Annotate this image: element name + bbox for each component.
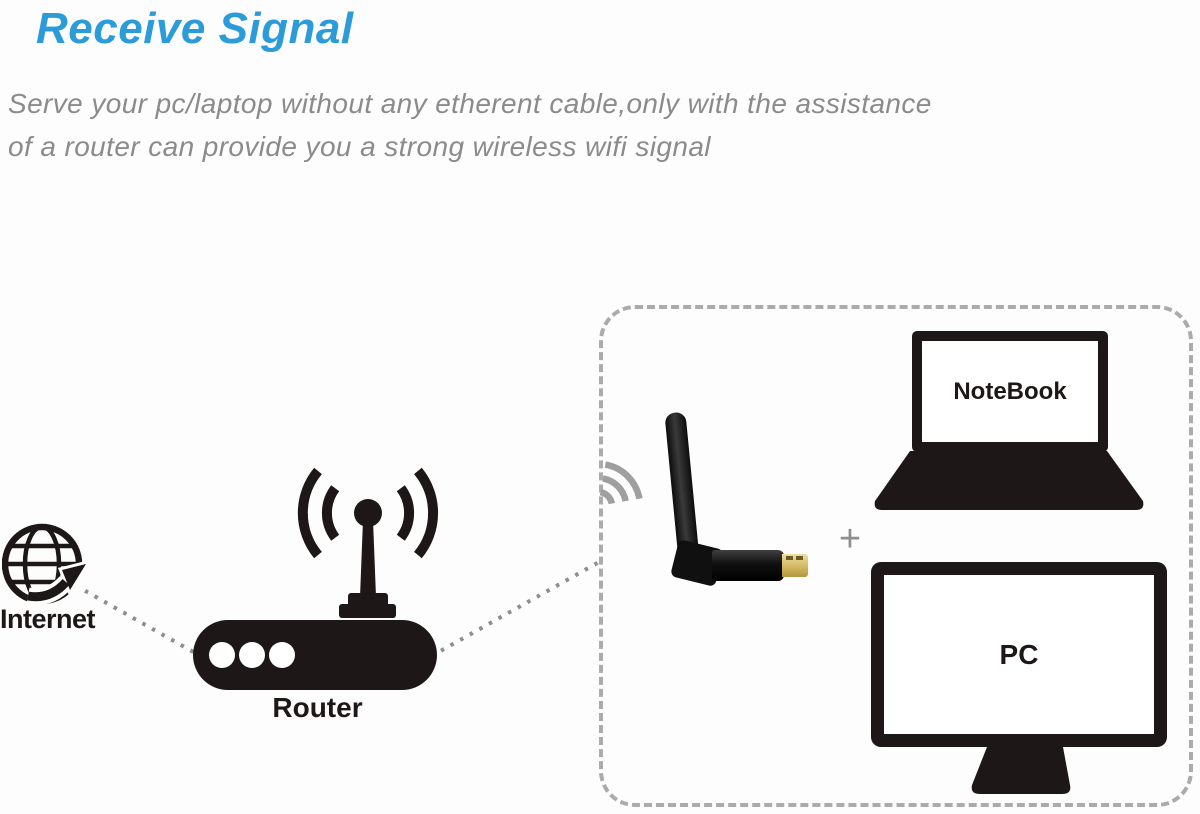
kit-dashed-box: + NoteBook PC bbox=[599, 305, 1193, 807]
monitor-stand bbox=[971, 747, 1071, 794]
laptop-base bbox=[874, 451, 1144, 510]
globe-arrow-icon bbox=[2, 523, 93, 606]
adapter-body bbox=[712, 550, 784, 581]
subtitle: Serve your pc/laptop without any etheren… bbox=[8, 82, 932, 168]
router-to-adapter-dotted-line bbox=[440, 560, 600, 653]
notebook-label: NoteBook bbox=[953, 377, 1067, 405]
router-antenna-icon bbox=[193, 467, 439, 690]
adapter-antenna bbox=[664, 411, 699, 556]
monitor-icon: PC bbox=[871, 562, 1167, 747]
internet-to-router-dotted-line bbox=[84, 589, 196, 655]
page-title: Receive Signal bbox=[36, 4, 354, 53]
subtitle-line2: of a router can provide you a strong wir… bbox=[8, 131, 711, 162]
wifi-signal-icon bbox=[599, 461, 643, 505]
usb-contact bbox=[786, 556, 793, 560]
router-label: Router bbox=[272, 692, 363, 723]
plus-sign: + bbox=[838, 518, 862, 560]
internet-label: Internet bbox=[0, 604, 96, 634]
usb-wifi-adapter bbox=[660, 408, 820, 588]
laptop-icon: NoteBook bbox=[912, 331, 1108, 452]
subtitle-line1: Serve your pc/laptop without any etheren… bbox=[8, 88, 932, 119]
usb-contact bbox=[796, 556, 803, 560]
usb-connector bbox=[782, 554, 808, 577]
pc-label: PC bbox=[999, 638, 1039, 670]
